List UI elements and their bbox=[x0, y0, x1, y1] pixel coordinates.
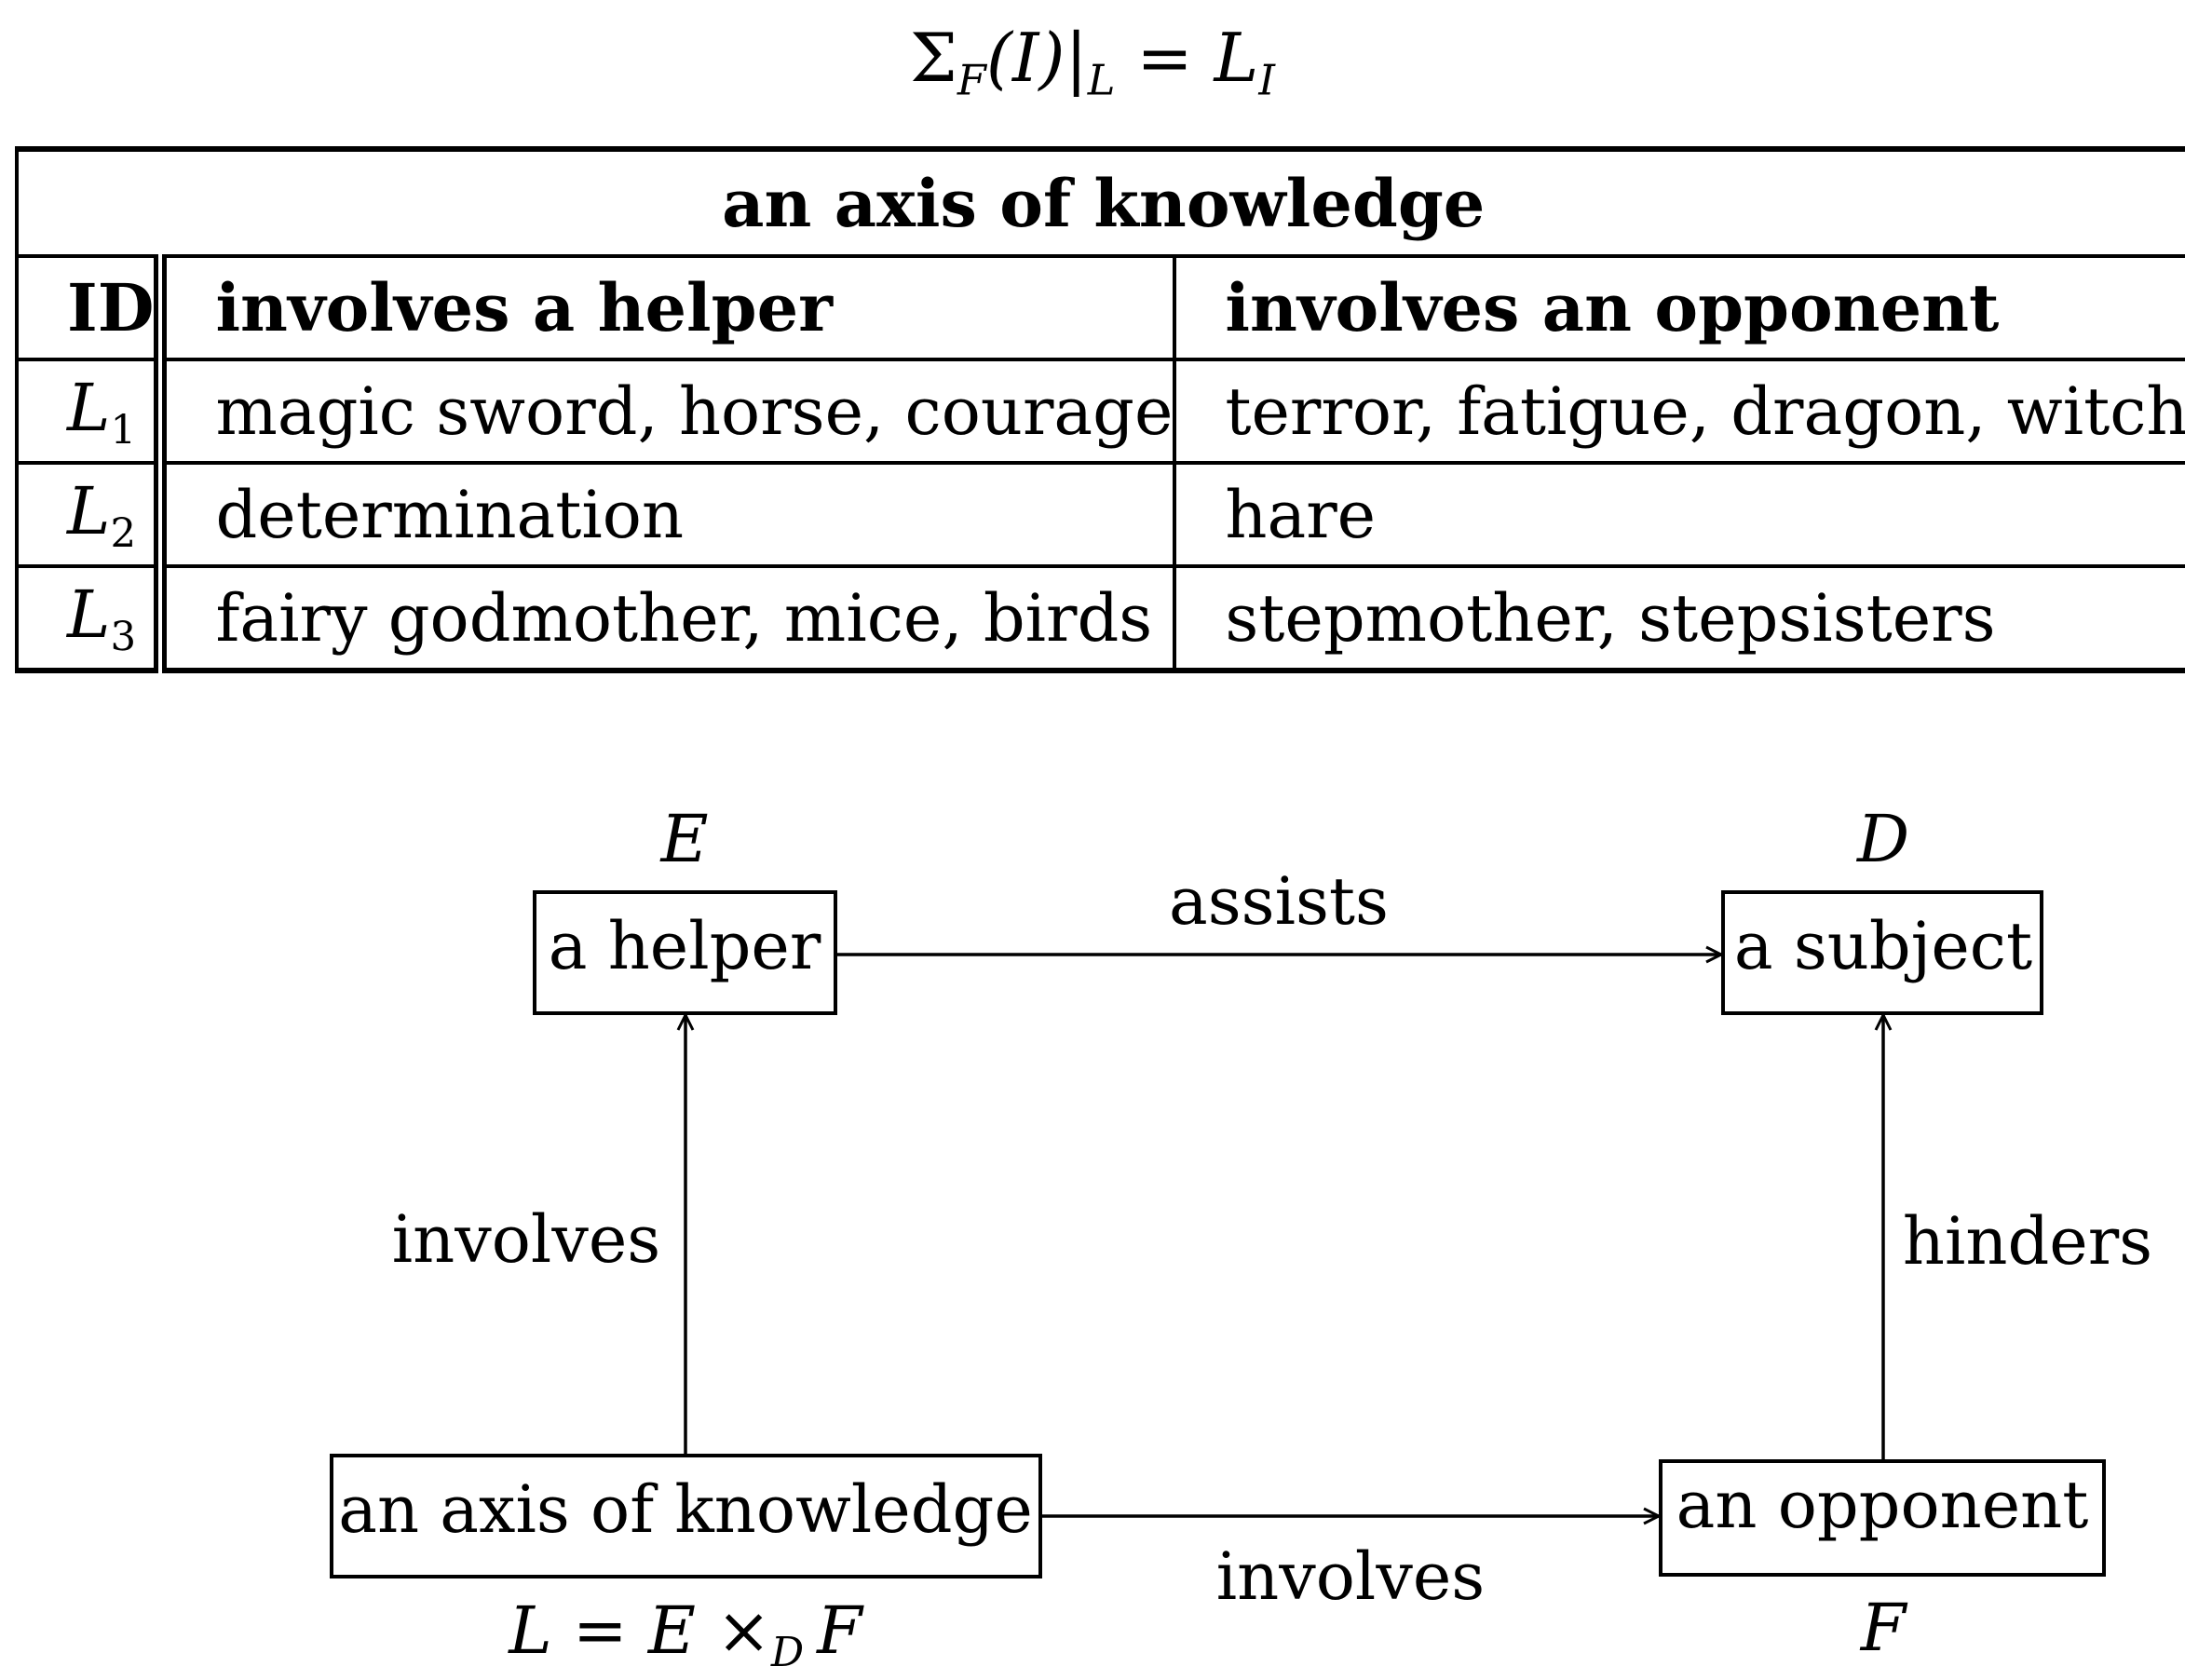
opponent-node-box bbox=[1659, 1459, 2106, 1577]
table-row: L3 fairy godmother, mice, birds stepmoth… bbox=[14, 564, 2185, 673]
involves-opponent-label: involves bbox=[1216, 1538, 1485, 1615]
formula: ΣF(I)|L = LI bbox=[0, 13, 2185, 125]
knowledge-table: an axis of knowledge ID involves a helpe… bbox=[14, 146, 2185, 673]
axis-node-label: an axis of knowledge bbox=[338, 1471, 1033, 1548]
table-header-row: ID involves a helper involves an opponen… bbox=[14, 254, 2185, 361]
row-id-sub: 3 bbox=[110, 613, 137, 660]
hinders-label: hinders bbox=[1903, 1203, 2152, 1280]
table-row: L1 magic sword, horse, courage terror, f… bbox=[14, 358, 2185, 465]
header-helper: involves a helper bbox=[158, 254, 1177, 361]
formula-rhs-sub: I bbox=[1258, 56, 1275, 105]
formula-sigma: Σ bbox=[910, 19, 957, 97]
axis-symbol-main: L = E × bbox=[507, 1592, 771, 1669]
formula-restrict: | bbox=[1065, 19, 1088, 97]
subject-node-label: a subject bbox=[1734, 908, 2032, 984]
row-helper: magic sword, horse, courage bbox=[158, 358, 1177, 465]
row-id-sub: 2 bbox=[110, 509, 137, 557]
row-id: L3 bbox=[14, 564, 168, 673]
table-title-row: an axis of knowledge bbox=[15, 146, 2185, 258]
formula-rhs: L bbox=[1214, 19, 1259, 97]
row-opponent: stepmother, stepsisters bbox=[1173, 564, 2185, 673]
row-id: L1 bbox=[14, 358, 168, 465]
helper-node-label: a helper bbox=[549, 908, 821, 984]
row-id-letter: L bbox=[67, 576, 111, 653]
helper-symbol: E bbox=[658, 801, 708, 877]
formula-restrict-sub: L bbox=[1087, 56, 1116, 105]
subject-symbol: D bbox=[1855, 801, 1909, 877]
row-opponent: hare bbox=[1173, 461, 2185, 568]
header-opponent: involves an opponent bbox=[1173, 254, 2185, 361]
row-opponent: terror, fatigue, dragon, witch bbox=[1173, 358, 2185, 465]
axis-symbol-sub: D bbox=[770, 1629, 804, 1676]
formula-sigma-sub: F bbox=[957, 56, 986, 105]
opponent-symbol: F bbox=[1859, 1590, 1908, 1666]
row-helper: fairy godmother, mice, birds bbox=[158, 564, 1177, 673]
row-helper: determination bbox=[158, 461, 1177, 568]
row-id: L2 bbox=[14, 461, 168, 568]
formula-arg: (I) bbox=[985, 19, 1065, 97]
involves-helper-label: involves bbox=[392, 1201, 660, 1278]
assists-label: assists bbox=[1169, 863, 1389, 940]
opponent-node-label: an opponent bbox=[1676, 1467, 2089, 1543]
table-row: L2 determination hare bbox=[14, 461, 2185, 568]
row-id-sub: 1 bbox=[110, 406, 137, 454]
row-id-letter: L bbox=[67, 369, 111, 446]
formula-equals: = bbox=[1136, 19, 1193, 97]
table-title: an axis of knowledge bbox=[15, 146, 2185, 258]
row-id-letter: L bbox=[67, 472, 111, 549]
header-id: ID bbox=[14, 254, 168, 361]
axis-node-box bbox=[330, 1454, 1042, 1578]
axis-symbol-tail: F bbox=[815, 1592, 864, 1669]
